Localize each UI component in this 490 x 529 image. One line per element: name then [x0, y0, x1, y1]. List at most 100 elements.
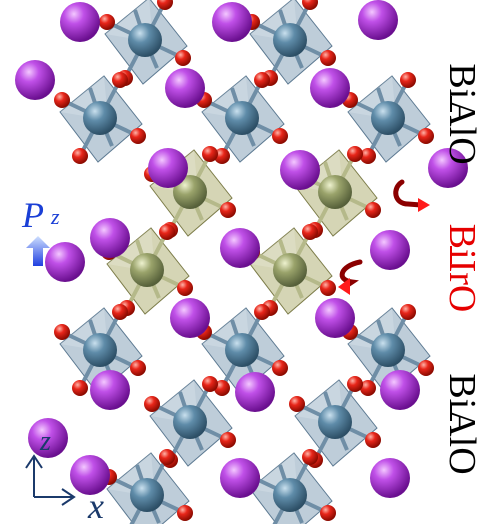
oxygen-atom [320, 50, 336, 66]
oxygen-atom [112, 304, 128, 320]
oxygen-atom [72, 380, 88, 396]
oxygen-atom [347, 376, 363, 392]
oxygen-atom [289, 396, 305, 412]
bismuth-atom [90, 370, 130, 410]
oxygen-atom [272, 128, 288, 144]
aluminum-atom [128, 23, 162, 57]
oxygen-atom [144, 396, 160, 412]
oxygen-atom [254, 304, 270, 320]
oxygen-atom [360, 380, 376, 396]
aluminum-atom [273, 23, 307, 57]
bismuth-atom [235, 372, 275, 412]
oxygen-atom [365, 202, 381, 218]
rotation-arrow-lower [339, 259, 363, 289]
oxygen-atom [418, 128, 434, 144]
iridium-atom [130, 253, 164, 287]
iridium-atom [273, 253, 307, 287]
oxygen-atom [202, 146, 218, 162]
bismuth-atom [15, 60, 55, 100]
bismuth-atom [428, 148, 468, 188]
oxygen-atom [365, 432, 381, 448]
oxygen-atom [302, 449, 318, 465]
bismuth-atom [165, 68, 205, 108]
bismuth-atom [220, 228, 260, 268]
overline-bottom [450, 405, 452, 421]
aluminum-atom [273, 478, 307, 512]
polarization-subscript: z [51, 204, 60, 229]
z-axis-arrowhead [25, 454, 43, 469]
polarization-arrow-shape [26, 236, 50, 266]
x-axis-arrowhead [61, 488, 76, 506]
polarization-arrow [26, 236, 50, 266]
bismuth-atom [370, 458, 410, 498]
aluminum-atom [318, 405, 352, 439]
bismuth-atom [45, 242, 85, 282]
oxygen-atom [400, 304, 416, 320]
oxygen-atom [347, 146, 363, 162]
aluminum-atom [225, 333, 259, 367]
oxygen-atom [177, 280, 193, 296]
oxygen-atom [202, 376, 218, 392]
bismuth-atom [60, 2, 100, 42]
oxygen-atom [360, 148, 376, 164]
oxygen-atom [302, 0, 318, 10]
oxygen-atom [320, 505, 336, 521]
layer-label-middle: BiIrO [441, 223, 483, 313]
oxygen-atom [400, 72, 416, 88]
iridium-atom [173, 175, 207, 209]
aluminum-atom [83, 333, 117, 367]
oxygen-atom [99, 14, 115, 30]
bismuth-atom [358, 0, 398, 40]
bismuth-atom [90, 218, 130, 258]
bismuth-atom [370, 230, 410, 270]
oxygen-atom [272, 360, 288, 376]
axes-indicator [25, 454, 76, 506]
oxygen-atom [418, 360, 434, 376]
overline-middle [450, 246, 452, 264]
bismuth-atom [220, 458, 260, 498]
bismuth-atom [28, 418, 68, 458]
oxygen-atom [214, 148, 230, 164]
aluminum-atom [173, 405, 207, 439]
oxygen-atom [320, 280, 336, 296]
oxygen-atom [157, 0, 173, 10]
oxygen-atom [175, 50, 191, 66]
iridium-atom [318, 175, 352, 209]
rotation-arrows [338, 179, 430, 295]
overline-top [450, 96, 452, 112]
polarization-symbol: P [22, 195, 44, 235]
oxygen-atom [54, 92, 70, 108]
oxygen-atom [302, 224, 318, 240]
layer-label-top: BiAlO [441, 63, 483, 165]
aluminum-atom [225, 101, 259, 135]
bismuth-atom [148, 148, 188, 188]
oxygen-atom [177, 505, 193, 521]
oxygen-atom [72, 148, 88, 164]
oxygen-atom [254, 72, 270, 88]
bismuth-atom [70, 455, 110, 495]
rotation-arrow-upper [393, 179, 424, 208]
rotation-arrow-lower-head [338, 278, 350, 295]
oxygen-atom [130, 360, 146, 376]
bismuth-atom [315, 298, 355, 338]
oxygen-atom [220, 432, 236, 448]
aluminum-atom [371, 333, 405, 367]
aluminum-atom [371, 101, 405, 135]
atoms-layer [15, 0, 468, 529]
bismuth-atom [170, 298, 210, 338]
rotation-arrow-upper-head [418, 198, 430, 212]
oxygen-atom [130, 128, 146, 144]
oxygen-atom [112, 72, 128, 88]
bismuth-atom [280, 150, 320, 190]
bismuth-atom [380, 370, 420, 410]
aluminum-atom [83, 101, 117, 135]
bismuth-atom [310, 68, 350, 108]
layer-label-bottom: BiAlO [441, 373, 483, 475]
aluminum-atom [130, 478, 164, 512]
oxygen-atom [159, 449, 175, 465]
z-axis-label: z [40, 426, 51, 457]
oxygen-atom [159, 224, 175, 240]
oxygen-atom [220, 202, 236, 218]
